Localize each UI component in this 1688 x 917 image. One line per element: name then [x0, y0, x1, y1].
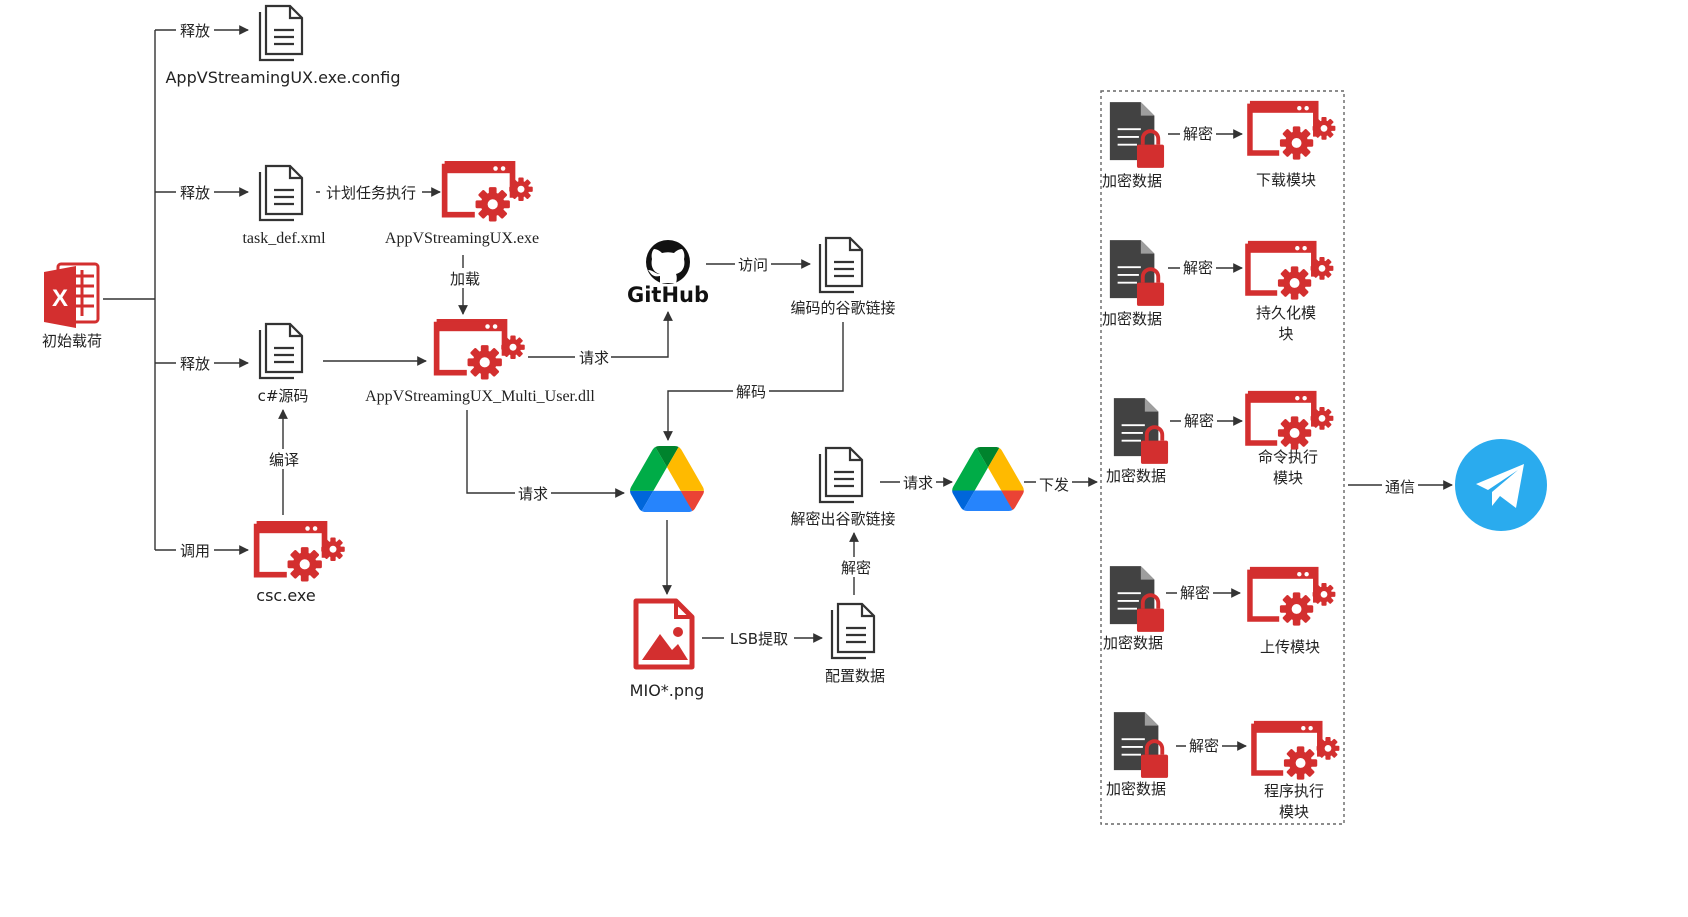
modules-container: [1100, 90, 1345, 825]
github-wordmark: GitHub: [627, 283, 709, 307]
document-icon: [818, 446, 864, 504]
node-label-config-file: AppVStreamingUX.exe.config: [165, 68, 400, 87]
encrypted-data-icon: [1107, 564, 1166, 634]
edge-label-compile: 编译: [269, 451, 299, 469]
application-gear-icon: [257, 524, 345, 582]
encrypted-data-label: 加密数据: [1103, 634, 1163, 652]
module-row: 加密数据 持久化模 块: [1102, 238, 1333, 343]
edge-labels: 释放 释放 释放 调用 计划任务执行 加载 编译 请求 访问 解码 请求 LSB…: [176, 20, 1418, 756]
edge-label-visit: 访问: [738, 256, 768, 274]
edge-label-decrypt: 解密: [841, 559, 871, 577]
module-op-label: 解密: [1189, 737, 1219, 755]
edge-label-request1: 请求: [579, 349, 609, 367]
image-file-icon: [633, 598, 695, 670]
node-label-encoded-link: 编码的谷歌链接: [790, 299, 895, 317]
module-name: 模块: [1273, 469, 1303, 487]
document-icon: [258, 4, 304, 62]
node-label-initial-payload: 初始载荷: [42, 332, 102, 350]
module-name: 块: [1278, 325, 1293, 343]
module-name: 下载模块: [1256, 171, 1316, 189]
module-op-label: 解密: [1180, 584, 1210, 602]
node-label-exe: AppVStreamingUX.exe: [385, 230, 539, 247]
module-name: 程序执行: [1264, 782, 1324, 800]
encrypted-data-icon: [1107, 100, 1166, 170]
module-name: 上传模块: [1260, 638, 1320, 656]
encrypted-data-icon: [1107, 238, 1166, 308]
module-row: 加密数据 程序执行 模块: [1106, 710, 1339, 821]
application-gear-icon: [445, 164, 533, 222]
node-label-csharp-source: c#源码: [258, 387, 309, 405]
application-gear-icon: [1254, 724, 1339, 780]
module-name: 模块: [1279, 803, 1309, 821]
svg-text:X: X: [52, 285, 68, 312]
encrypted-data-icon: [1111, 396, 1170, 466]
module-op-label: 解密: [1184, 412, 1214, 430]
edge-label-release3: 释放: [180, 355, 210, 373]
module-name: 持久化模: [1256, 304, 1316, 322]
edge-label-request3: 请求: [903, 474, 933, 492]
application-gear-icon: [1248, 394, 1333, 450]
github-icon: [646, 240, 690, 284]
application-gear-icon: [1248, 244, 1333, 300]
application-gear-icon: [1250, 570, 1335, 626]
node-label-png: MIO*.png: [630, 681, 705, 700]
encrypted-data-label: 加密数据: [1106, 467, 1166, 485]
edge-label-scheduled-task: 计划任务执行: [326, 184, 416, 202]
application-gear-icon: [1250, 104, 1335, 160]
node-label-csc: csc.exe: [256, 586, 315, 605]
document-icon: [258, 322, 304, 380]
edge-label-communicate: 通信: [1385, 478, 1415, 496]
edge-label-decode: 解码: [736, 383, 766, 401]
module-row: 加密数据 上传模块: [1103, 564, 1335, 656]
excel-icon: X: [44, 262, 100, 328]
module-op-label: 解密: [1183, 125, 1213, 143]
edge-label-release2: 释放: [180, 184, 210, 202]
encrypted-data-icon: [1111, 710, 1170, 780]
module-op-label: 解密: [1183, 259, 1213, 277]
edge-label-lsb-extract: LSB提取: [730, 630, 788, 648]
edge-label-load: 加载: [450, 270, 480, 288]
module-row: 加密数据 下载模块: [1102, 100, 1335, 190]
edge-label-deliver: 下发: [1039, 476, 1069, 494]
node-label-decrypted-link: 解密出谷歌链接: [790, 510, 895, 528]
module-name: 命令执行: [1258, 448, 1318, 466]
edge-label-request2: 请求: [518, 485, 548, 503]
node-label-task-def: task_def.xml: [242, 230, 326, 247]
node-label-dll: AppVStreamingUX_Multi_User.dll: [365, 388, 595, 405]
edge-label-invoke: 调用: [180, 542, 210, 560]
module-row: 加密数据 命令执行 模块: [1106, 394, 1333, 487]
encrypted-data-label: 加密数据: [1106, 780, 1166, 798]
edge-label-release1: 释放: [180, 22, 210, 40]
node-label-config-data: 配置数据: [825, 667, 885, 685]
google-drive-icon: [952, 447, 1024, 511]
telegram-icon: [1455, 439, 1547, 531]
document-icon: [818, 236, 864, 294]
encrypted-data-label: 加密数据: [1102, 310, 1162, 328]
document-icon: [258, 164, 304, 222]
application-gear-icon: [437, 322, 525, 380]
document-icon: [830, 602, 876, 660]
encrypted-data-label: 加密数据: [1102, 172, 1162, 190]
google-drive-icon: [630, 446, 704, 512]
